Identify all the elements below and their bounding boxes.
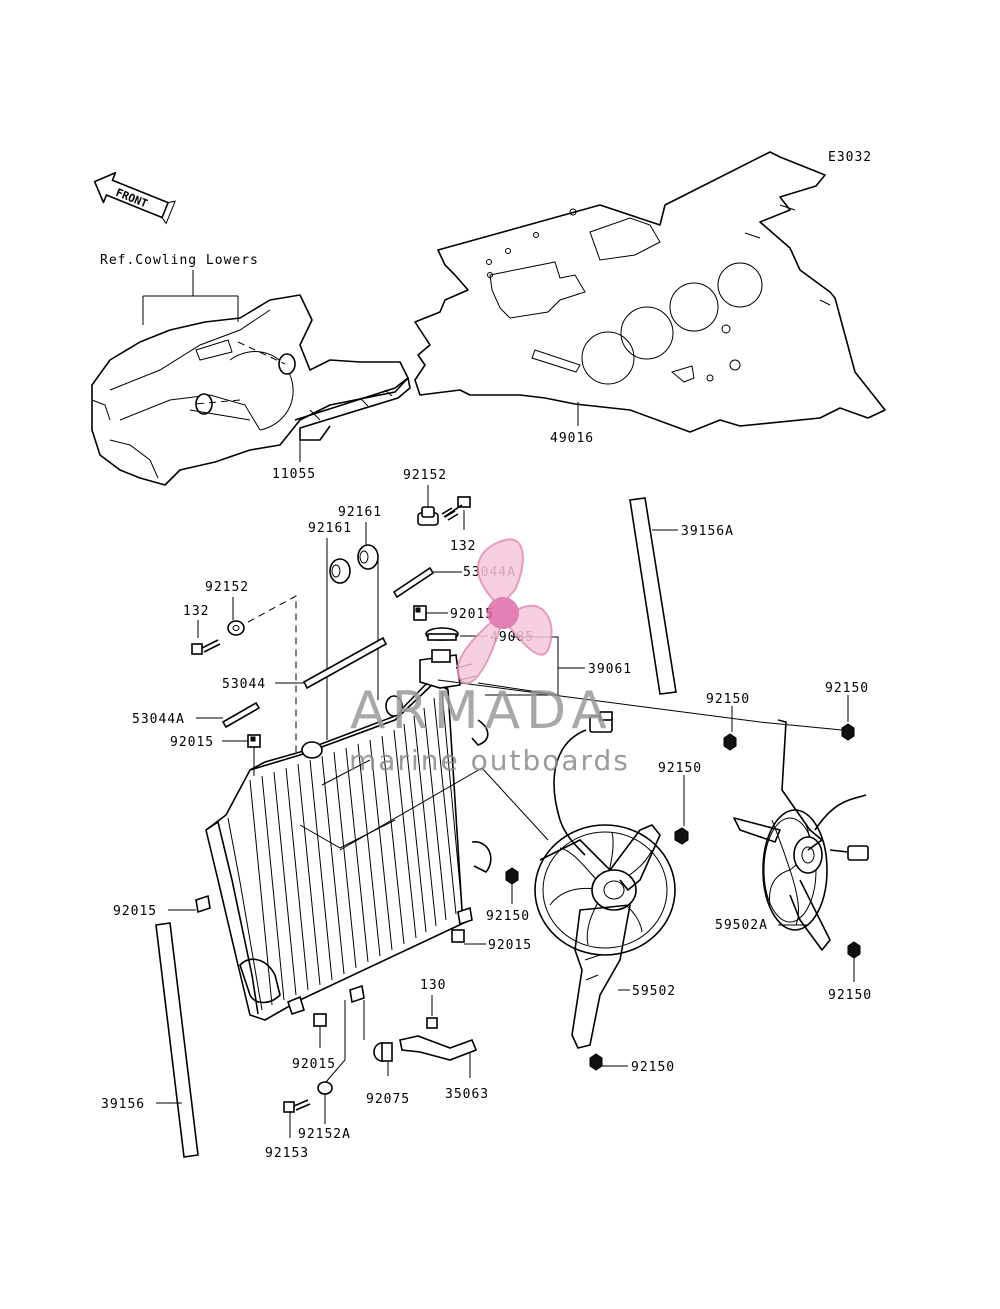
- front-arrow-label: FRONT: [114, 186, 150, 211]
- label-130: 130: [420, 978, 446, 993]
- label-92150-b: 92150: [825, 681, 869, 696]
- label-92152-top: 92152: [403, 468, 447, 483]
- label-92153: 92153: [265, 1146, 309, 1161]
- collar-92075: [373, 1042, 393, 1062]
- propeller-logo-icon: [456, 538, 553, 685]
- label-92075: 92075: [366, 1092, 410, 1107]
- label-92152A: 92152A: [298, 1127, 351, 1142]
- label-92015-low: 92015: [488, 938, 532, 953]
- ref-note: Ref.Cowling Lowers: [100, 253, 259, 268]
- tube-53044A-left: [221, 701, 261, 729]
- clip-92015-top: [413, 605, 427, 621]
- label-92015-mid: 92015: [113, 904, 157, 919]
- radiator-39061: [195, 649, 492, 1021]
- front-arrow-icon: FRONT: [93, 171, 176, 225]
- clip-92015-low: [451, 929, 465, 943]
- nut-92150-f: [589, 1053, 603, 1071]
- cooling-fan-59502: [534, 711, 676, 1049]
- bracket-35063: [399, 1035, 478, 1061]
- ref-note-leader: [142, 270, 239, 325]
- nut-92150-e: [847, 941, 861, 959]
- armada-watermark: ARMADA marine outboards: [349, 538, 630, 777]
- label-11055: 11055: [272, 467, 316, 482]
- diagram-code: E3032: [828, 150, 872, 165]
- label-92161-a: 92161: [308, 521, 352, 536]
- cooling-fan-59502A: [733, 719, 869, 951]
- bolt-92153: [283, 1099, 311, 1113]
- bolt-132-top: [441, 496, 471, 521]
- label-132-top: 132: [450, 539, 476, 554]
- bolt-130: [426, 1017, 438, 1029]
- label-35063: 35063: [445, 1087, 489, 1102]
- washer-92152A: [317, 1081, 333, 1095]
- washer-92152-left: [227, 620, 245, 636]
- label-53044: 53044: [222, 677, 266, 692]
- radiator-core-fins: [249, 691, 463, 1006]
- label-39061: 39061: [588, 662, 632, 677]
- label-39156A: 39156A: [681, 524, 734, 539]
- radiator-cap-49085: [425, 627, 459, 641]
- label-39156: 39156: [101, 1097, 145, 1112]
- nut-92150-a: [723, 733, 737, 751]
- label-132-left: 132: [183, 604, 209, 619]
- damper-92161-a: [329, 558, 351, 584]
- label-92150-f: 92150: [631, 1060, 675, 1075]
- cowling-lower-part: [91, 294, 409, 486]
- label-53044A-left: 53044A: [132, 712, 185, 727]
- label-92161-b: 92161: [338, 505, 382, 520]
- watermark-brand: ARMADA: [350, 681, 613, 741]
- label-92150-d: 92150: [486, 909, 530, 924]
- watermark-tagline: marine outboards: [349, 744, 630, 777]
- grommet-92152-top: [417, 506, 439, 526]
- seal-strip-39156A: [629, 497, 677, 695]
- label-92150-c: 92150: [658, 761, 702, 776]
- label-59502: 59502: [632, 984, 676, 999]
- label-49016: 49016: [550, 431, 594, 446]
- clip-92015-bot: [313, 1013, 327, 1027]
- tube-53044A-top: [392, 566, 435, 599]
- nut-92150-c: [674, 827, 689, 845]
- seal-strip-39156: [155, 922, 199, 1158]
- label-92015-top: 92015: [450, 607, 494, 622]
- nut-92150-d: [505, 867, 519, 885]
- label-92015-left: 92015: [170, 735, 214, 750]
- damper-92161-b: [357, 544, 379, 570]
- heat-shield-49016: [414, 151, 886, 433]
- label-92150-a: 92150: [706, 692, 750, 707]
- label-59502A: 59502A: [715, 918, 768, 933]
- clip-92015-left: [247, 734, 261, 748]
- bolt-132-left: [191, 639, 221, 655]
- bracket-11055: [294, 377, 411, 441]
- tube-53044: [302, 636, 388, 690]
- label-92152-left: 92152: [205, 580, 249, 595]
- label-92015-bot: 92015: [292, 1057, 336, 1072]
- nut-92150-b: [841, 723, 855, 741]
- label-92150-e: 92150: [828, 988, 872, 1003]
